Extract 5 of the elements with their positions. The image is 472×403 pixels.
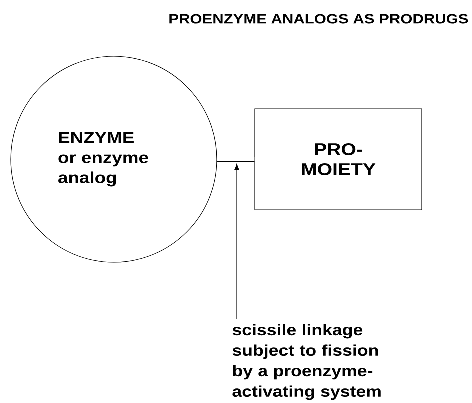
linkage-double-line [217, 157, 255, 162]
leader-arrow [234, 164, 240, 320]
title: PROENZYME ANALOGS AS PRODRUGS [170, 14, 468, 24]
promoiety-box: PRO- MOIETY [254, 108, 422, 210]
annotation-text: scissile linkage subject to fission by a proenzyme- activating system [232, 324, 381, 400]
